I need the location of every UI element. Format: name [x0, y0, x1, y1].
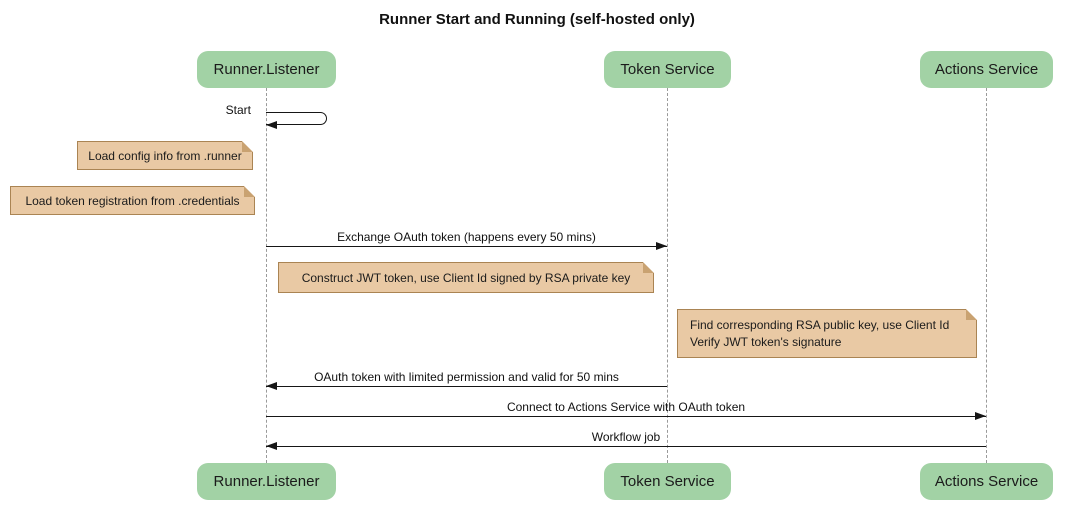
note-text-line2: Verify JWT token's signature: [690, 334, 842, 349]
participant-bottom-token-service: Token Service: [604, 463, 731, 500]
lifeline-runner-listener: [266, 88, 267, 463]
note-load-config: Load config info from .runner: [77, 141, 253, 170]
self-message-loop: [266, 112, 327, 125]
note-fold-icon: [643, 262, 654, 273]
arrowhead-right-icon: [656, 242, 667, 250]
message-arrow-oauth-return: [266, 386, 667, 387]
arrowhead-left-icon: [266, 382, 277, 390]
note-fold-icon: [244, 186, 255, 197]
note-text: Load token registration from .credential…: [25, 193, 240, 208]
message-arrow-workflow-job: [266, 446, 986, 447]
note-fold-icon: [242, 141, 253, 152]
message-label-start: Start: [225, 103, 251, 117]
message-label-oauth-return: OAuth token with limited permission and …: [314, 370, 619, 384]
diagram-title: Runner Start and Running (self-hosted on…: [379, 11, 695, 28]
note-text: Load config info from .runner: [88, 148, 242, 163]
note-verify-jwt: Find corresponding RSA public key, use C…: [677, 309, 977, 358]
message-label-connect: Connect to Actions Service with OAuth to…: [506, 400, 746, 414]
lifeline-actions-service: [986, 88, 987, 463]
note-text: Construct JWT token, use Client Id signe…: [301, 270, 631, 285]
participant-bottom-actions-service: Actions Service: [920, 463, 1053, 500]
note-fold-icon: [966, 309, 977, 320]
message-arrow-connect: [266, 416, 986, 417]
message-label-exchange-oauth: Exchange OAuth token (happens every 50 m…: [337, 230, 596, 244]
note-construct-jwt: Construct JWT token, use Client Id signe…: [278, 262, 654, 293]
arrowhead-left-icon: [266, 442, 277, 450]
message-arrow-exchange-oauth: [266, 246, 667, 247]
participant-top-token-service: Token Service: [604, 51, 731, 88]
arrowhead-left-icon: [266, 121, 277, 129]
note-load-token-registration: Load token registration from .credential…: [10, 186, 255, 215]
message-label-workflow-job: Workflow job: [591, 430, 661, 444]
participant-top-actions-service: Actions Service: [920, 51, 1053, 88]
participant-top-runner-listener: Runner.Listener: [197, 51, 336, 88]
participant-bottom-runner-listener: Runner.Listener: [197, 463, 336, 500]
arrowhead-right-icon: [975, 412, 986, 420]
lifeline-token-service: [667, 88, 668, 463]
note-text-line1: Find corresponding RSA public key, use C…: [690, 317, 950, 332]
